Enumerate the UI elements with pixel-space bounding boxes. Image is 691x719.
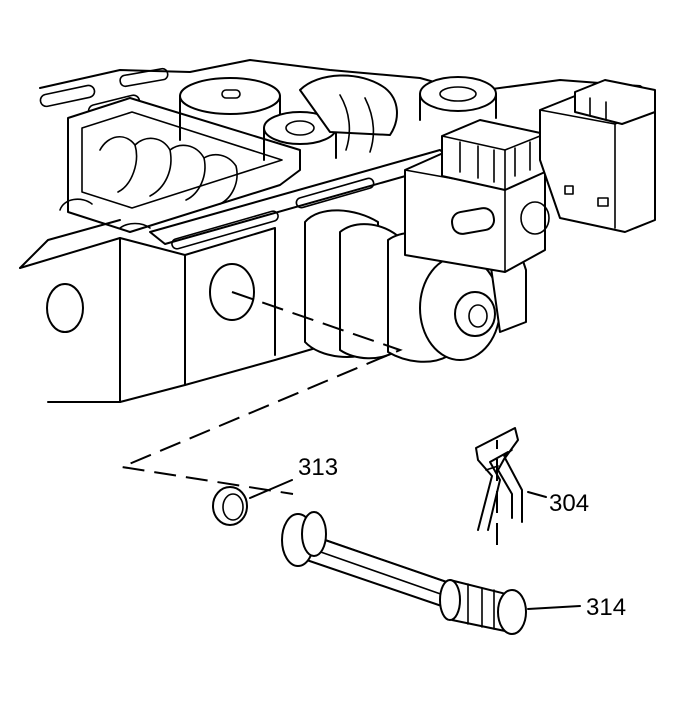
solenoid-assembly xyxy=(304,79,656,363)
o-ring-313 xyxy=(212,479,293,526)
retainer-clip-304 xyxy=(475,427,547,531)
filter-pin-314 xyxy=(281,511,581,635)
valve-body-casting xyxy=(19,59,656,403)
callout-314-label: 314 xyxy=(586,594,627,621)
callout-313-label: 313 xyxy=(298,454,339,481)
callout-304-label: 304 xyxy=(549,490,590,517)
